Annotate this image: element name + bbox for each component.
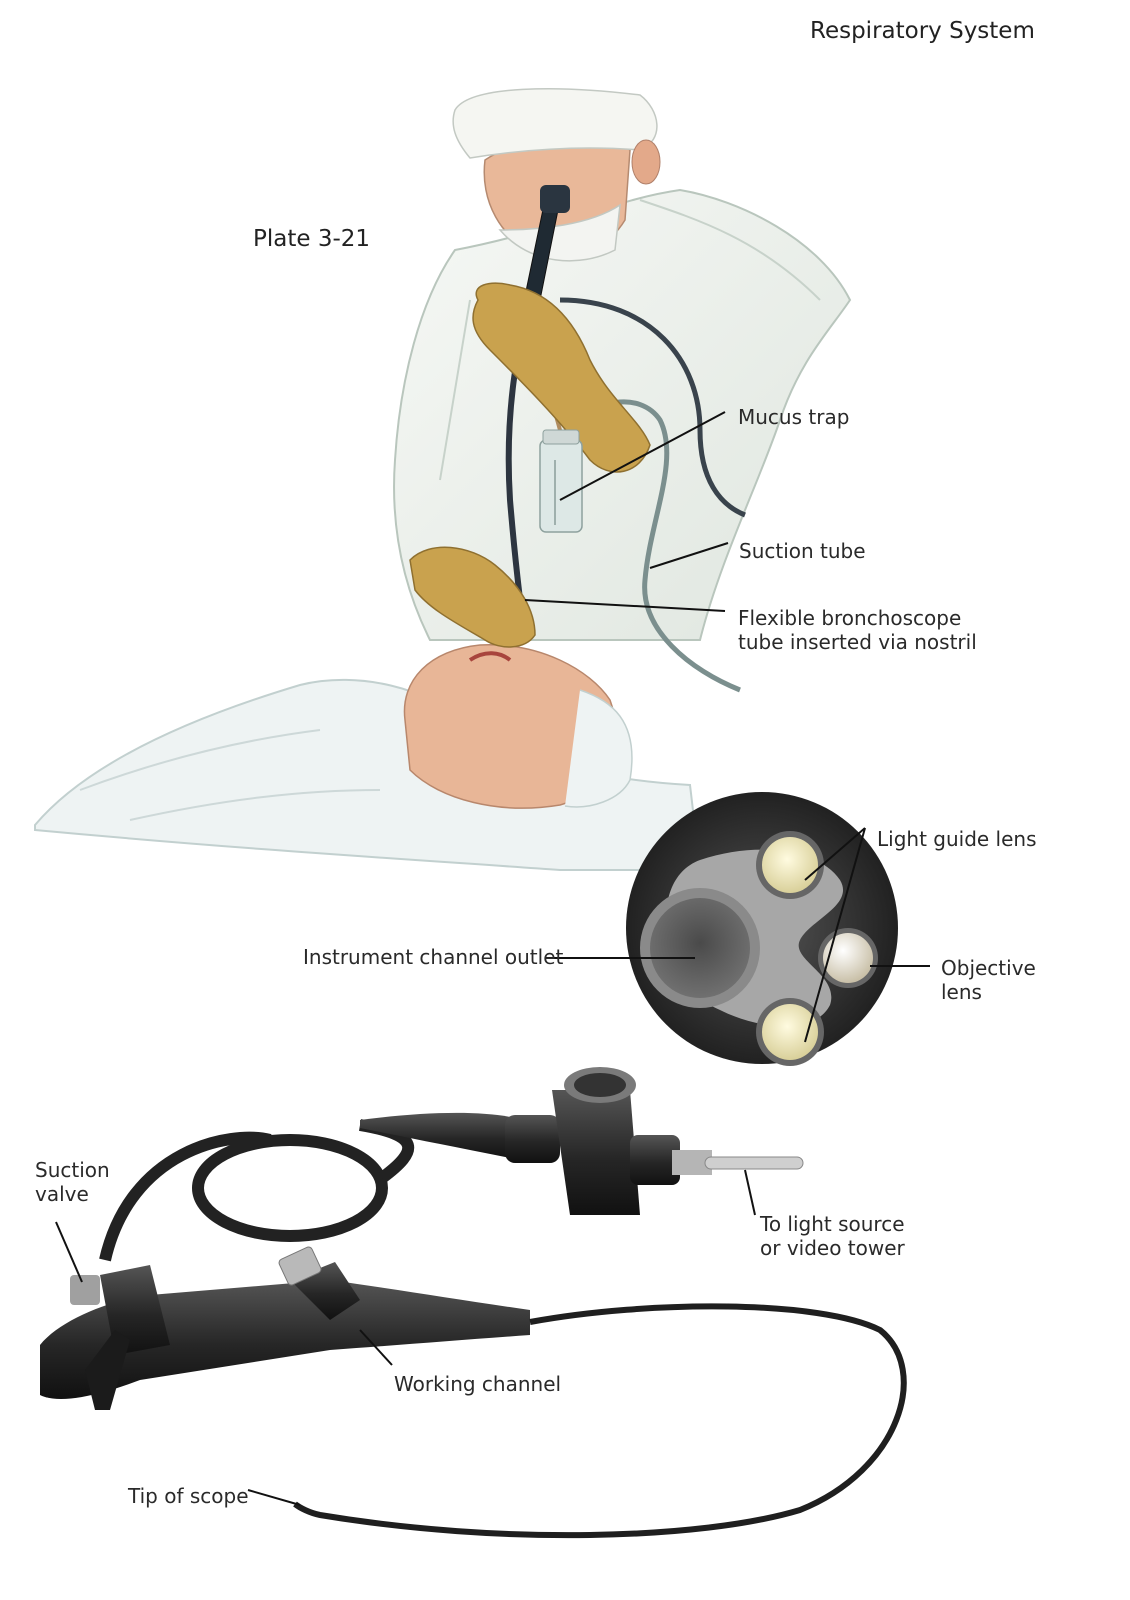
label-objective-line2: lens [941,980,982,1004]
leader-lines-top [524,411,729,612]
label-light-guide-lens: Light guide lens [877,827,1037,851]
label-light-source-line1: To light source [760,1212,905,1236]
gloved-hands [409,282,651,648]
scope-tip-cross-section [626,792,898,1066]
label-suction-tube: Suction tube [739,539,866,563]
label-tip-of-scope: Tip of scope [128,1484,249,1508]
patient-figure [34,644,702,871]
label-objective-lens: Objective lens [941,956,1036,1004]
label-flexible-line1: Flexible bronchoscope [738,606,962,630]
label-light-source-line2: or video tower [760,1236,905,1260]
plate-number: Plate 3-21 [253,226,371,252]
label-mucus-trap: Mucus trap [738,405,850,429]
label-working-channel: Working channel [394,1372,562,1396]
bronchoscope-device [40,1067,907,1539]
label-suction-valve: Suction valve [35,1158,110,1206]
label-light-source: To light source or video tower [760,1212,905,1260]
label-objective-line1: Objective [941,956,1036,980]
label-instrument-channel-outlet: Instrument channel outlet [303,945,564,969]
leader-lines-tip [546,827,930,1043]
section-title: Respiratory System [810,18,1035,44]
label-flexible-line2: tube inserted via nostril [738,630,977,654]
label-suction-valve-line2: valve [35,1182,89,1206]
label-suction-valve-line1: Suction [35,1158,110,1182]
leader-lines-bottom [55,1169,756,1506]
label-flexible-tube: Flexible bronchoscope tube inserted via … [738,606,977,654]
mucus-trap-bottle [539,429,583,533]
